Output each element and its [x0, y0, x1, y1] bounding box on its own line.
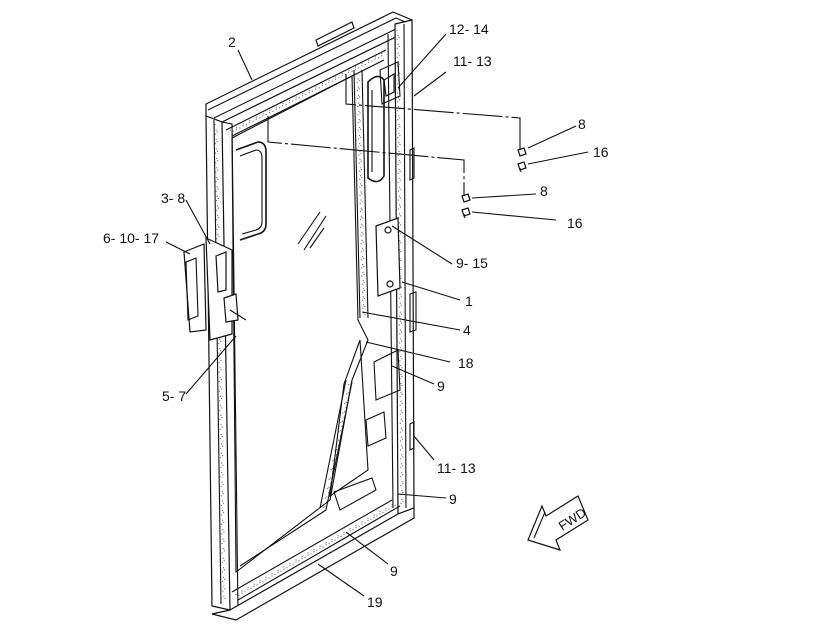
door-bottom-rail [211, 507, 415, 621]
callout-labels: 2 12- 14 11- 13 8 16 8 16 3- 8 6- 10- 17… [103, 21, 609, 610]
callout-18: 18 [458, 355, 474, 371]
callout-2: 2 [228, 34, 236, 50]
callout-8-a: 8 [578, 116, 586, 132]
callout-16-b: 16 [567, 215, 583, 231]
callout-16-a: 16 [593, 144, 609, 160]
bolt-icon [517, 161, 527, 173]
callout-1: 1 [465, 293, 473, 309]
seal-texture [214, 29, 404, 600]
leader-lines [165, 33, 589, 597]
callout-4: 4 [463, 322, 471, 338]
callout-8-b: 8 [540, 183, 548, 199]
side-brackets [409, 147, 417, 451]
interior-grab-handle [235, 141, 267, 241]
forward-arrow-icon: FWD [527, 495, 589, 551]
nut-icon [517, 147, 527, 157]
callout-19: 19 [367, 594, 383, 610]
callout-9-c: 9 [390, 563, 398, 579]
seal-strip [214, 29, 404, 600]
door-top-rail [205, 11, 413, 123]
callout-9-b: 9 [449, 491, 457, 507]
bolt-icon [461, 207, 471, 219]
glass-panel [231, 75, 369, 574]
door-frame [205, 11, 415, 621]
callout-5-7: 5- 7 [162, 388, 186, 404]
callout-11-13-top: 11- 13 [453, 53, 492, 69]
lower-glass-frame [239, 339, 401, 567]
callout-11-13-bot: 11- 13 [437, 460, 476, 476]
door-top-tab [315, 21, 355, 47]
callout-12-14: 12- 14 [449, 21, 489, 37]
callout-3-8: 3- 8 [161, 190, 185, 206]
nut-icon [461, 193, 471, 203]
pull-handle [367, 61, 401, 183]
fasteners [461, 147, 527, 219]
exploded-lines [267, 74, 521, 196]
callout-6-10-17: 6- 10- 17 [103, 230, 159, 246]
hinge-plate [375, 217, 401, 297]
callout-9-15: 9- 15 [456, 255, 488, 271]
latch-assembly [183, 237, 247, 341]
callout-9-a: 9 [437, 378, 445, 394]
